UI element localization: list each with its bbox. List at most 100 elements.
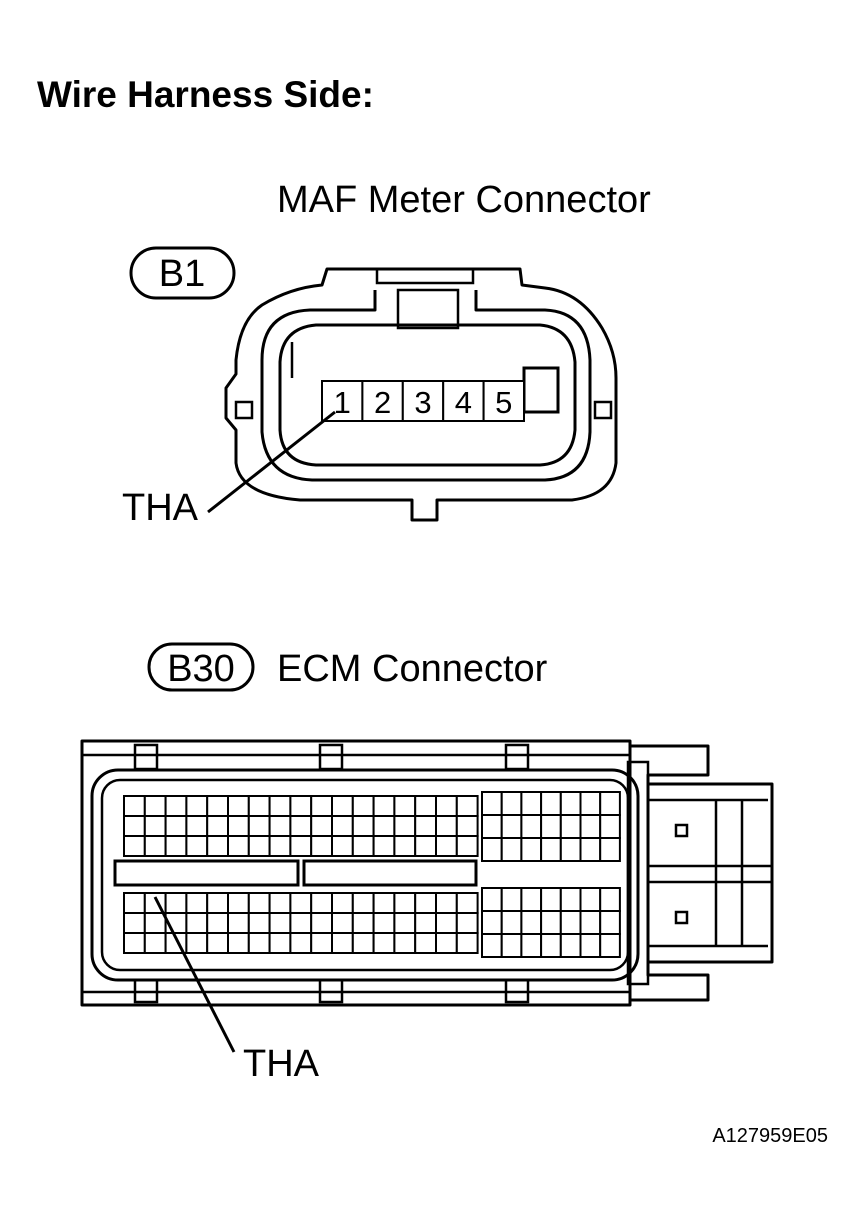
ecm-pin-cell-upper-right (481, 814, 503, 839)
ecm-pin-cell-upper (123, 795, 146, 817)
ecm-pin-cell-lower (331, 892, 354, 914)
ecm-separator-right (302, 859, 478, 887)
ecm-pin-cell-lower (289, 932, 313, 954)
ecm-pin-cell-upper (331, 835, 354, 857)
ecm-pin-cell-upper (289, 835, 313, 857)
ecm-code-oval (147, 642, 255, 692)
ecm-pin-cell-upper (435, 815, 458, 837)
ecm-pin-cell-upper (164, 795, 188, 817)
maf-latch-top (375, 267, 475, 285)
ecm-pin-cell-lower (331, 912, 354, 934)
ecm-pin-cell-upper (164, 815, 188, 837)
ecm-pin-cell-lower (247, 912, 271, 934)
ecm-tab-top-2 (318, 743, 344, 771)
page-title: Wire Harness Side: (37, 74, 374, 115)
ecm-pin-cell-lower-right (481, 910, 503, 935)
ecm-pin-cell-lower-right (579, 887, 602, 912)
ecm-pin-cell-upper (206, 835, 229, 857)
ecm-tab-top-1 (133, 743, 159, 771)
ecm-pin-cell-upper (414, 795, 438, 817)
ecm-pin-cell-lower-right (540, 887, 562, 912)
ecm-shroud-inner (100, 778, 630, 972)
ecm-latch-hole-bottom (674, 910, 689, 925)
ecm-pin-cell-upper (247, 795, 271, 817)
ecm-pin-cell-lower-right (599, 910, 621, 935)
ecm-pin-cell-upper (227, 815, 250, 837)
ecm-pin-cell-lower (268, 912, 292, 934)
ecm-pin-cell-upper (351, 835, 375, 857)
ecm-pin-cell-lower (351, 912, 375, 934)
ecm-pin-cell-upper (455, 795, 479, 817)
ecm-pin-cell-lower (185, 932, 209, 954)
ecm-pin-cell-upper (351, 815, 375, 837)
ecm-pin-cell-lower (123, 892, 146, 914)
ecm-pin-cell-lower (435, 912, 458, 934)
ecm-pin-cell-upper (435, 835, 458, 857)
ecm-pin-cell-upper (393, 795, 417, 817)
ecm-pin-cell-upper-right (520, 837, 543, 862)
ecm-pin-cell-lower (372, 912, 396, 934)
ecm-pin-cell-lower-right (599, 887, 621, 912)
maf-pin-cell (321, 380, 364, 422)
ecm-pin-cell-upper (268, 815, 292, 837)
ecm-latch-housing (648, 782, 774, 964)
ecm-pin-cell-upper (289, 815, 313, 837)
maf-pin-cell (482, 380, 526, 422)
ecm-pin-cell-upper (393, 835, 417, 857)
ecm-pin-cell-upper-right (559, 791, 582, 816)
ecm-pin-cell-lower (143, 932, 167, 954)
ecm-pin-cell-lower-right (500, 887, 523, 912)
ecm-tab-top-3 (504, 743, 530, 771)
ecm-pin-cell-upper-right (481, 791, 503, 816)
ecm-pin-cell-lower (164, 892, 188, 914)
ecm-pin-cell-upper (247, 835, 271, 857)
ecm-pin-cell-upper (351, 795, 375, 817)
ecm-pin-cell-upper (310, 795, 334, 817)
ecm-pin-cell-lower-right (481, 887, 503, 912)
ecm-code-badge: B30 (147, 642, 255, 692)
ecm-pin-cell-lower (206, 932, 229, 954)
ecm-pin-cell-lower (227, 912, 250, 934)
maf-housing-innermost (278, 323, 577, 467)
ecm-pin-cell-upper (268, 795, 292, 817)
ecm-pin-cell-lower (185, 892, 209, 914)
ecm-pin-cell-upper (185, 795, 209, 817)
ecm-pin-cell-upper (227, 795, 250, 817)
ecm-pin-cell-upper-right (500, 814, 523, 839)
ecm-pin-cell-upper (414, 835, 438, 857)
ecm-pin-cell-lower (372, 892, 396, 914)
ecm-housing-outer (80, 739, 632, 1007)
maf-tha-label: THA (122, 487, 199, 529)
ecm-pin-cell-upper-right (579, 814, 602, 839)
ecm-pin-cell-upper-right (520, 814, 543, 839)
ecm-pin-cell-lower-right (579, 910, 602, 935)
ecm-pin-cell-lower (123, 912, 146, 934)
ecm-pin-cell-lower (331, 932, 354, 954)
ecm-pin-cell-upper (123, 815, 146, 837)
maf-side-tab-left (234, 400, 254, 420)
ecm-pin-cell-lower (123, 932, 146, 954)
ecm-pin-cell-lower (455, 912, 479, 934)
ecm-pin-cell-upper (455, 815, 479, 837)
ecm-pin-cell-lower (268, 932, 292, 954)
ecm-pin-cell-upper-right (540, 837, 562, 862)
ecm-pin-cell-lower (206, 912, 229, 934)
ecm-tha-leader-line (153, 896, 236, 1053)
ecm-pin-cell-upper-right (579, 837, 602, 862)
ecm-pin-cell-lower (206, 892, 229, 914)
maf-code-badge: B1 (129, 246, 236, 300)
ecm-latch-hole-top (674, 823, 689, 838)
ecm-pin-cell-upper (247, 815, 271, 837)
ecm-shroud-outer (90, 768, 640, 982)
ecm-pin-cell-lower (310, 932, 334, 954)
ecm-pin-cell-lower-right (559, 910, 582, 935)
ecm-pin-cell-upper (164, 835, 188, 857)
ecm-pin-cell-lower (435, 932, 458, 954)
ecm-pin-cell-upper (331, 815, 354, 837)
ecm-pin-cell-lower (372, 932, 396, 954)
ecm-pin-cell-upper-right (540, 814, 562, 839)
maf-housing-inner (260, 290, 592, 482)
ecm-pin-cell-upper-right (579, 791, 602, 816)
